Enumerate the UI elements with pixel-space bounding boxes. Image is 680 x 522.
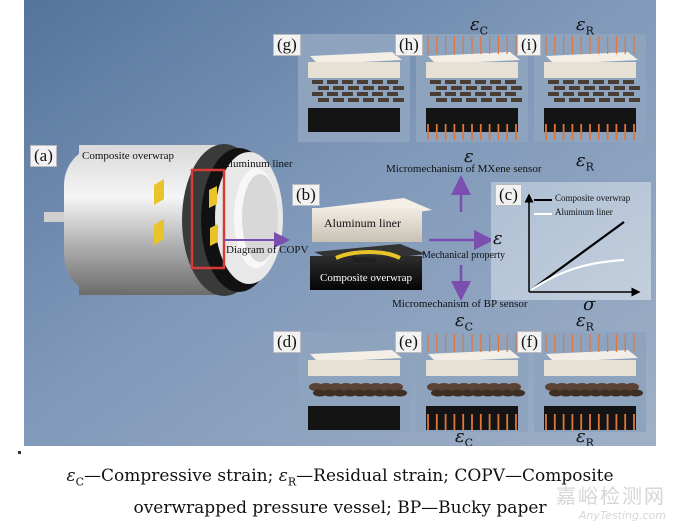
- symbol-eps-bottom-h: ε: [464, 146, 474, 167]
- label-aluminum-liner: Aluminum liner: [222, 158, 293, 170]
- watermark: 嘉峪检测网 AnyTesting.com: [556, 480, 666, 522]
- series-line-composite: [530, 221, 625, 291]
- label-composite-overwrap: Composite overwrap: [82, 150, 174, 162]
- chart-x-label: σ: [583, 294, 596, 315]
- panel-b-diagram: [310, 198, 432, 290]
- caption-line-1: εC—Compressive strain; εR—Residual strai…: [66, 466, 614, 489]
- legend-composite: Composite overwrap: [555, 193, 631, 203]
- panel-label-e: (e): [395, 331, 422, 353]
- symbol-eps-c-top: εC: [470, 14, 489, 38]
- label-diagram-of-copv: Diagram of COPV: [226, 244, 309, 256]
- label-sensor: Sensor: [352, 254, 377, 264]
- figure-caption: εC—Compressive strain; εR—Residual strai…: [0, 463, 680, 522]
- panel-label-b: (b): [292, 184, 320, 206]
- mechanism-panel-h: [416, 34, 528, 142]
- panel-label-a: (a): [30, 145, 57, 167]
- label-bp-mechanism: Micromechanism of BP sensor: [392, 298, 528, 310]
- bp-mechanism-panels: [298, 332, 646, 432]
- mechanism-panel-i: [534, 34, 646, 142]
- symbol-eps-r-top: εR: [576, 14, 594, 38]
- mechanism-panel-d: [298, 332, 410, 432]
- copv-figure: (a) (b) (c) (d) (e) (f) (g) (h) (i) Comp…: [24, 0, 656, 446]
- label-mechanical-property: Mechanical property: [422, 250, 506, 261]
- mechanism-panel-g: [298, 34, 410, 142]
- label-aluminum-liner-block: Aluminum liner: [324, 216, 401, 230]
- highlight-box: [190, 168, 226, 270]
- symbol-eps-r-bottom-i: εR: [576, 150, 594, 174]
- sensor-marker: [154, 179, 164, 245]
- panel-label-f: (f): [517, 331, 542, 353]
- chart-y-label: ε: [493, 228, 503, 249]
- watermark-en: AnyTesting.com: [578, 509, 666, 522]
- watermark-cn: 嘉峪检测网: [556, 484, 666, 508]
- symbol-eps-r-f-bottom: εR: [576, 426, 594, 446]
- panel-label-i: (i): [517, 34, 542, 56]
- copv-cylinder: [44, 144, 283, 296]
- caption-line-2: overwrapped pressure vessel; BP—Bucky pa…: [133, 498, 547, 519]
- panel-label-h: (h): [395, 34, 423, 56]
- series-line-aluminum: [530, 258, 625, 291]
- mechanism-panel-f: [534, 332, 646, 432]
- label-composite-overwrap-block: Composite overwrap: [320, 272, 412, 284]
- panel-label-c: (c): [495, 184, 522, 206]
- mxene-mechanism-panels: [298, 34, 646, 142]
- symbol-eps-c-e-bottom: εC: [455, 426, 474, 446]
- figure-graphics: [24, 0, 656, 446]
- symbol-eps-r-f-top: εR: [576, 310, 594, 334]
- legend-aluminum: Aluminum liner: [555, 207, 613, 217]
- panel-label-g: (g): [273, 34, 301, 56]
- panel-label-d: (d): [273, 331, 301, 353]
- label-mxene-mechanism: Micromechanism of MXene sensor: [386, 163, 542, 175]
- bullet-dot: [18, 451, 21, 454]
- symbol-eps-c-e-top: εC: [455, 310, 474, 334]
- mechanism-panel-e: [416, 332, 528, 432]
